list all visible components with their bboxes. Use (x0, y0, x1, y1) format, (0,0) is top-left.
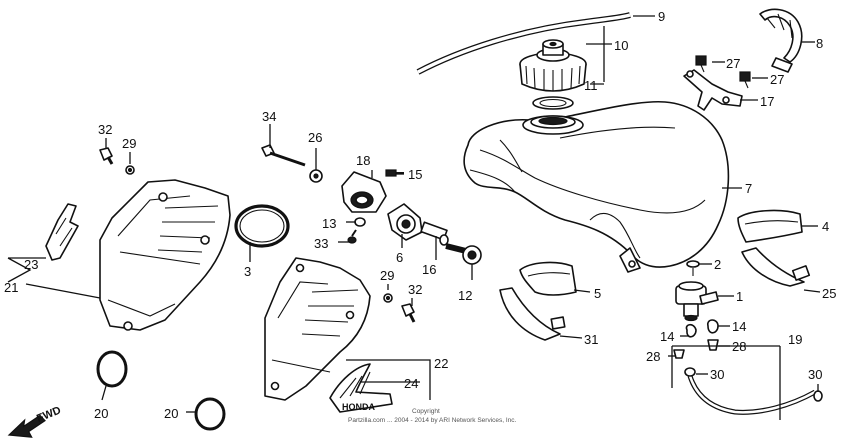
callout-30-left: 30 (710, 367, 724, 382)
callout-15: 15 (408, 167, 422, 182)
left-shroud-emblem (45, 203, 79, 261)
washer-29-right (383, 293, 393, 303)
callout-31: 31 (584, 332, 598, 347)
collar-16 (420, 221, 449, 246)
callout-12: 12 (458, 288, 472, 303)
fuel-line-assy (684, 367, 823, 415)
bolt-33 (347, 229, 357, 244)
callout-34: 34 (262, 109, 276, 124)
damper-6 (387, 203, 423, 241)
callout-33: 33 (314, 236, 328, 251)
callout-32-left: 32 (98, 122, 112, 137)
callout-27-upper: 27 (726, 56, 740, 71)
callout-23: 23 (24, 257, 38, 272)
tank-cushion-rear (737, 209, 803, 243)
callout-14-left: 14 (660, 329, 674, 344)
bolt-12 (445, 243, 482, 265)
callout-17: 17 (760, 94, 774, 109)
rubber-strap (741, 247, 811, 287)
collar-13 (354, 217, 366, 227)
copyright-line-1: Copyright (412, 408, 440, 415)
callout-28-right: 28 (732, 339, 746, 354)
front-strap (499, 287, 566, 341)
clip-14-left (685, 323, 697, 338)
callout-7: 7 (745, 181, 752, 196)
callout-28-left: 28 (646, 349, 660, 364)
tank-band (759, 8, 803, 73)
washer-29-left (125, 165, 135, 175)
copyright-notice: Copyright Partzilla.com ... 2004 - 2014 … (348, 408, 517, 424)
tank-cushion-front (519, 261, 577, 296)
emblem-text: HONDA (342, 402, 375, 412)
callout-13: 13 (322, 216, 336, 231)
callout-29-left: 29 (122, 136, 136, 151)
left-shroud (99, 179, 231, 331)
callout-10: 10 (614, 38, 628, 53)
callout-1: 1 (736, 289, 743, 304)
washer-26 (309, 169, 323, 183)
callout-18: 18 (356, 153, 370, 168)
clip-28-right (707, 339, 719, 351)
bolt-32-right (401, 303, 416, 323)
callout-5: 5 (594, 286, 601, 301)
clip-14-right (707, 319, 719, 334)
callout-labels: 9 10 11 8 27 27 17 7 4 2 25 1 5 31 14 14… (4, 9, 836, 421)
callout-24: 24 (404, 376, 418, 391)
right-shroud-emblem: HONDA (329, 363, 393, 413)
callout-27-lower: 27 (770, 72, 784, 87)
callout-20-right: 20 (164, 406, 178, 421)
cap-gasket (532, 96, 574, 110)
right-shroud (264, 257, 371, 401)
valve-washer (686, 260, 700, 276)
callout-8: 8 (816, 36, 823, 51)
screw-15 (385, 169, 404, 177)
clip-28-left (673, 349, 685, 359)
fwd-indicator: FWD (7, 404, 63, 438)
callout-22: 22 (434, 356, 448, 371)
callout-4: 4 (822, 219, 829, 234)
callout-16: 16 (422, 262, 436, 277)
callout-9: 9 (658, 9, 665, 24)
tank-bracket (683, 69, 743, 111)
ring-20-right (194, 397, 226, 431)
callout-6: 6 (396, 250, 403, 265)
callout-14-right: 14 (732, 319, 746, 334)
fuel-valve (675, 281, 719, 322)
callout-11: 11 (584, 78, 598, 93)
fuel-cap (519, 39, 587, 92)
bolt-27-lower (739, 71, 751, 89)
holder-18 (341, 171, 387, 213)
bolt-34 (261, 144, 306, 167)
callout-2: 2 (714, 257, 721, 272)
callout-20-left: 20 (94, 406, 108, 421)
callout-3: 3 (244, 264, 251, 279)
leader-lines (7, 15, 821, 420)
callout-32-right: 32 (408, 282, 422, 297)
callout-29-right: 29 (380, 268, 394, 283)
bolt-32-left (99, 147, 114, 165)
bolt-27-upper (695, 55, 707, 73)
callout-21: 21 (4, 280, 18, 295)
callout-30-right: 30 (808, 367, 822, 382)
fuel-tank (463, 100, 730, 273)
callout-19: 19 (788, 332, 802, 347)
copyright-line-2: Partzilla.com ... 2004 - 2014 by ARI Net… (348, 417, 517, 424)
callout-26: 26 (308, 130, 322, 145)
callout-25: 25 (822, 286, 836, 301)
o-ring-3 (234, 204, 290, 248)
fwd-label: FWD (35, 404, 63, 425)
ring-20-left (96, 350, 128, 388)
